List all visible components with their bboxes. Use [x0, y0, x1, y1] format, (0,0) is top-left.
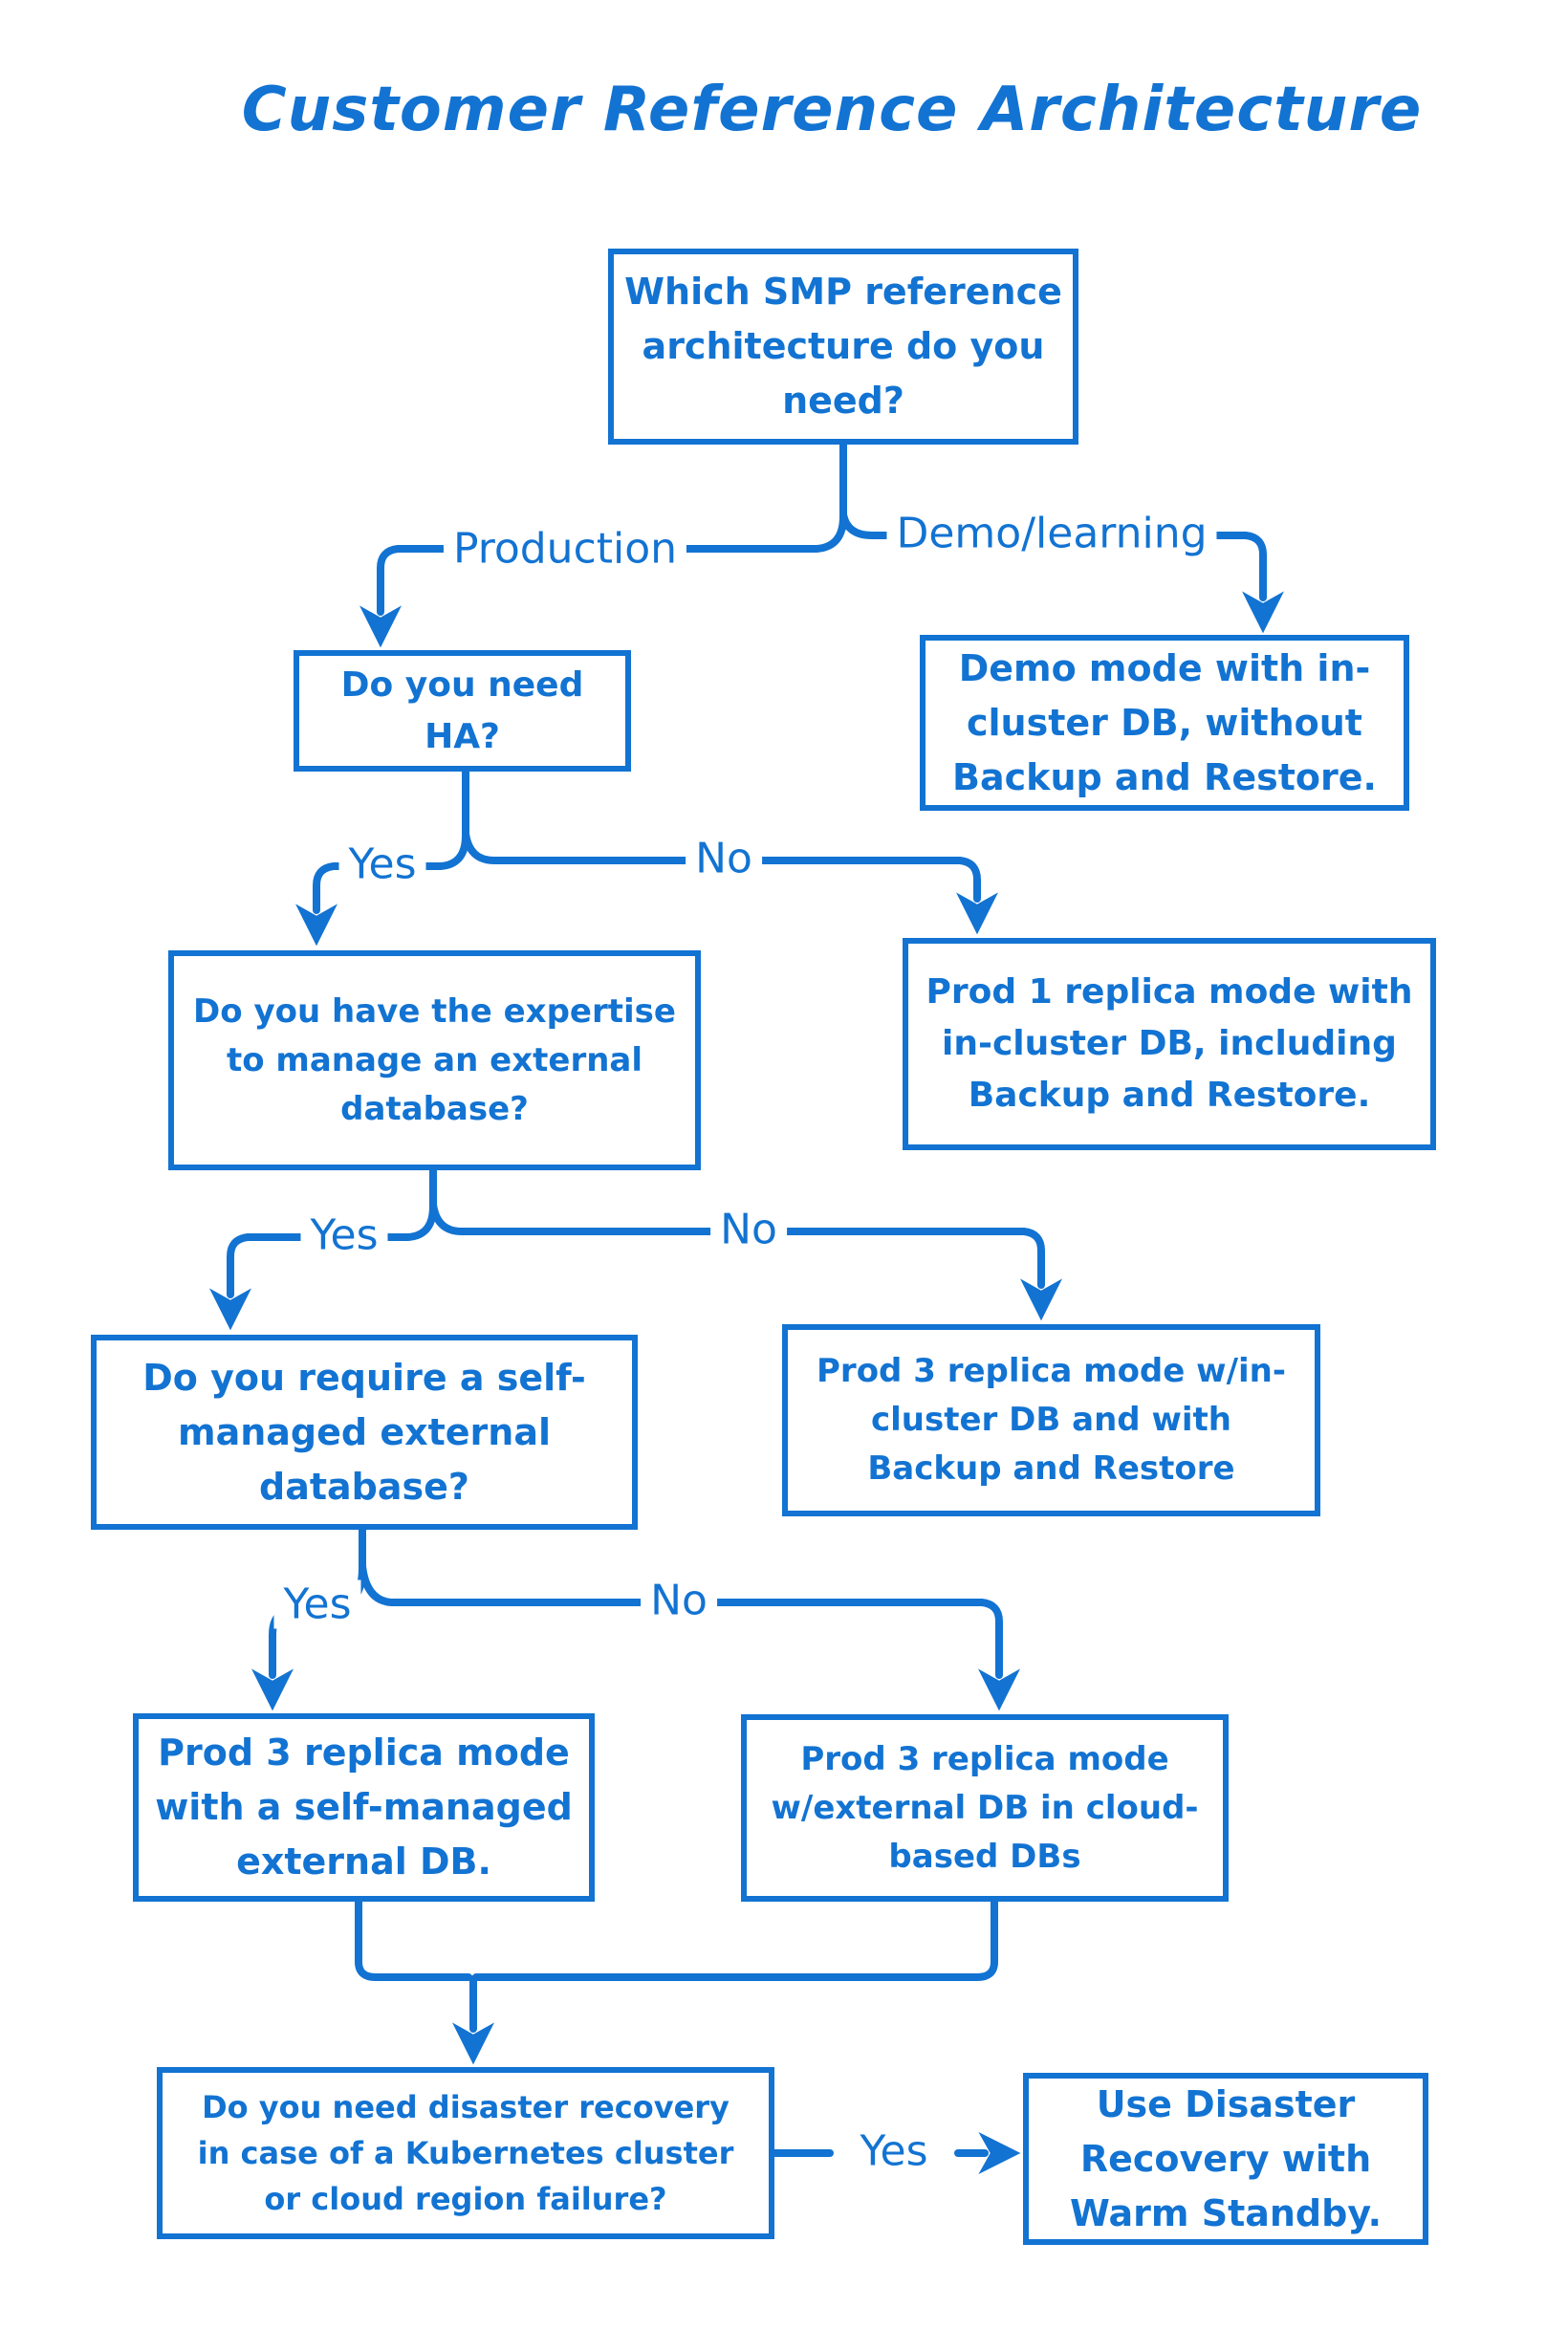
- edge-label-yes-dr: Yes: [850, 2126, 938, 2176]
- node-prod3-cloud: Prod 3 replica mode w/external DB in clo…: [741, 1714, 1229, 1902]
- edge-production-pre: [677, 512, 847, 553]
- edge-no2-post: [782, 1228, 1062, 1321]
- edge-label-demo-learning: Demo/learning: [886, 509, 1217, 558]
- edge-yes1-post: [295, 862, 344, 947]
- edge-merge-right: [472, 1898, 998, 1981]
- page-title: Customer Reference Architecture: [241, 75, 1423, 145]
- node-need-ha: Do you need HA?: [294, 650, 631, 772]
- edge-demo-pre: [839, 511, 903, 539]
- edge-no1-post: [756, 857, 998, 935]
- edge-merge-left: [355, 1898, 472, 1981]
- node-disaster-recovery: Do you need disaster recovery in case of…: [157, 2067, 774, 2239]
- edge-yes1-pre: [421, 832, 469, 870]
- node-prod3-incluster: Prod 3 replica mode w/in- cluster DB and…: [782, 1324, 1320, 1516]
- node-self-managed: Do you require a self- managed external …: [91, 1335, 638, 1530]
- edge-label-no-2: No: [710, 1205, 787, 1254]
- node-prod3-selfmanaged: Prod 3 replica mode with a self-managed …: [133, 1713, 595, 1902]
- edge-production-post: [359, 545, 453, 648]
- edge-no1-pre: [462, 830, 692, 864]
- edge-label-production: Production: [443, 524, 687, 574]
- node-prod1-incluster: Prod 1 replica mode with in-cluster DB, …: [903, 938, 1436, 1150]
- node-which-architecture: Which SMP reference architecture do you …: [608, 249, 1078, 445]
- edge-yes2-post: [209, 1233, 304, 1331]
- edge-label-yes-2: Yes: [300, 1210, 388, 1260]
- edge-demo-post: [1201, 532, 1284, 634]
- edge-no3-post: [709, 1599, 1020, 1711]
- node-expertise: Do you have the expertise to manage an e…: [168, 950, 701, 1170]
- edge-label-no-3: No: [641, 1576, 717, 1625]
- node-warm-standby: Use Disaster Recovery with Warm Standby.: [1023, 2073, 1428, 2245]
- node-demo-mode: Demo mode with in- cluster DB, without B…: [920, 635, 1409, 811]
- edge-label-no-1: No: [686, 834, 762, 883]
- edge-yes2-pre: [384, 1203, 437, 1241]
- edge-label-yes-1: Yes: [338, 839, 426, 889]
- edge-label-yes-3: Yes: [273, 1579, 361, 1629]
- edge-no2-pre: [429, 1201, 715, 1235]
- edge-no3-pre: [359, 1562, 648, 1606]
